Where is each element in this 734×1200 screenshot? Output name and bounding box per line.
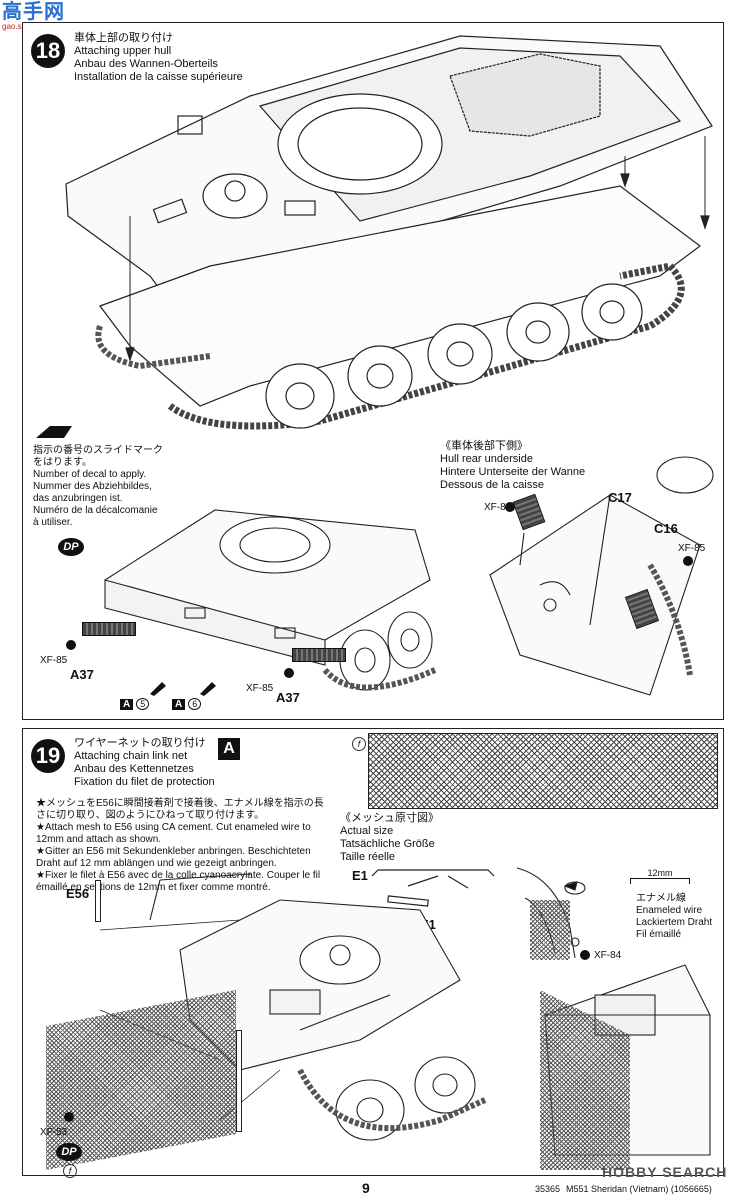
decal-arrow-icon — [200, 682, 216, 696]
paint-dot-icon — [66, 640, 76, 650]
decal-note-line: Numéro de la décalcomanie — [33, 505, 158, 516]
instruction-line: ★Fixer le filet à E56 avec de la colle c… — [36, 870, 321, 881]
part-a37-left: A37 — [70, 667, 94, 682]
decal-note-line: Number of decal to apply. — [33, 469, 147, 480]
rear-underside-title-jp: 《車体後部下側》 — [440, 440, 528, 452]
paint-dot-icon — [64, 1112, 74, 1122]
decal-note-line: Nummer des Abziehbildes, — [33, 481, 152, 492]
part-c16: C16 — [654, 521, 678, 536]
decal-note-line: をはります。 — [33, 457, 92, 468]
instructions: ★メッシュをE56に瞬間接着剤で接着後、エナメル線を指示の長 さに切り取り、図の… — [36, 798, 324, 894]
rear-underside-title-en: Hull rear underside — [440, 453, 533, 465]
rear-underside-illustration — [489, 456, 714, 696]
dp-badge: DP — [58, 538, 84, 556]
step-18-title-fr: Installation de la caisse supérieure — [74, 71, 243, 83]
mesh-caption: 《メッシュ原寸図》 Actual size Tatsächliche Größe… — [340, 812, 439, 864]
wire-fr: Fil émaillé — [636, 929, 682, 940]
dp-badge: DP — [56, 1143, 82, 1161]
step-18-title-de: Anbau des Wannen-Oberteils — [74, 58, 218, 70]
paint-xf53-label: XF-53 — [40, 1127, 68, 1138]
decal-note-line: 指示の番号のスライドマーク — [33, 445, 163, 456]
instruction-line: 12mm and attach as shown. — [36, 834, 162, 845]
wire-jp: エナメル線 — [636, 893, 686, 904]
instruction-line: ★メッシュをE56に瞬間接着剤で接着後、エナメル線を指示の長 — [36, 798, 324, 809]
part-c17: C17 — [608, 490, 632, 505]
footer-model: M551 Sheridan (Vietnam) (1056665) — [566, 1184, 712, 1194]
step-18-number: 18 — [31, 34, 65, 68]
hobbysearch-watermark: HOBBY SEARCH — [602, 1164, 728, 1180]
paint-xf84-label: XF-84 — [594, 950, 622, 961]
decal-sheet: A — [120, 699, 134, 710]
step-19-title-de: Anbau des Kettennetzes — [74, 763, 194, 775]
step-19-title-en: Attaching chain link net — [74, 750, 188, 762]
decal-number: 6 — [188, 698, 202, 710]
decal-arrow-icon — [36, 426, 72, 438]
instruction-line: Draht auf 12 mm ablängen und wie gezeigt… — [36, 858, 277, 869]
step-18-title-en: Attaching upper hull — [74, 45, 172, 57]
decal-note-line: das anzubringen ist. — [33, 493, 123, 504]
f-mark: f — [63, 1164, 77, 1178]
mesh-patch — [530, 900, 570, 960]
rear-underside-title-fr: Dessous de la caisse — [440, 479, 544, 491]
footer-code: 35365 — [535, 1184, 561, 1194]
mesh-caption-fr: Taille réelle — [340, 851, 396, 863]
step-19-title-jp: ワイヤーネットの取り付け — [74, 737, 206, 749]
rear-underside-caption: 《車体後部下側》 Hull rear underside Hintere Unt… — [440, 440, 585, 492]
wire-length-dimension: 12mm — [630, 868, 690, 884]
decal-sheet: A — [172, 699, 186, 710]
part-e56-frame — [236, 1030, 242, 1132]
decal-note: 指示の番号のスライドマーク をはります。 Number of decal to … — [33, 445, 163, 529]
paint-dot-icon — [284, 668, 294, 678]
part-e56-frame — [95, 880, 101, 922]
paint-xf85-label: XF-85 — [678, 543, 706, 554]
instruction-line: ★Gitter an E56 mit Sekundenkleber anbrin… — [36, 846, 311, 857]
page-number: 9 — [362, 1180, 370, 1196]
dimension-line — [630, 878, 690, 884]
part-e56: E56 — [66, 886, 90, 901]
mesh-actual-size — [368, 733, 718, 809]
paint-xf85-label: XF-85 — [40, 655, 68, 666]
mesh-caption-jp: 《メッシュ原寸図》 — [340, 812, 439, 824]
instruction-line: ★Attach mesh to E56 using CA cement. Cut… — [36, 822, 311, 833]
instruction-line: émaillé en sections de 12mm et fixer com… — [36, 882, 271, 893]
f-mark: f — [352, 737, 366, 751]
paint-xf85-label: XF-85 — [484, 502, 512, 513]
step-19-title-fr: Fixation du filet de protection — [74, 776, 215, 788]
part-e1-top: E1 — [352, 868, 368, 883]
paint-dot-icon — [683, 556, 693, 566]
mesh-install-illustration — [99, 873, 487, 1141]
wire-de: Lackiertem Draht — [636, 917, 713, 928]
wire-length: 12mm — [647, 868, 673, 878]
step-19-title-block: ワイヤーネットの取り付け Attaching chain link net An… — [74, 737, 215, 789]
rear-underside-title-de: Hintere Unterseite der Wanne — [440, 466, 586, 478]
mesh-caption-de: Tatsächliche Größe — [340, 838, 435, 850]
paint-xf85-label: XF-85 — [246, 683, 274, 694]
paint-dot-icon — [505, 502, 515, 512]
paint-dot-icon — [580, 950, 590, 960]
wire-en: Enameled wire — [636, 905, 703, 916]
step-18-title-jp: 車体上部の取り付け — [74, 32, 173, 44]
step-19-number: 19 — [31, 739, 65, 773]
mudflap-left — [82, 622, 136, 636]
decal-number: 5 — [136, 698, 150, 710]
upper-hull-illustration — [65, 35, 713, 430]
mudflap-right — [292, 648, 346, 662]
e1-part-sketch — [371, 869, 495, 907]
decal-note-line: à utiliser. — [33, 517, 73, 528]
part-a37-right: A37 — [276, 690, 300, 705]
site-logo-text: 高手网 — [2, 1, 65, 23]
step-18-title-block: 車体上部の取り付け Attaching upper hull Anbau des… — [74, 32, 243, 84]
mesh-caption-en: Actual size — [340, 825, 394, 837]
instruction-line: さに切り取り、図のようにひねって取り付けます。 — [36, 810, 265, 821]
step-19-badge: A — [218, 738, 240, 760]
rear-hull-illustration — [104, 509, 437, 691]
decal-arrow-icon — [150, 682, 166, 696]
wire-caption: エナメル線 Enameled wire Lackiertem Draht Fil… — [636, 893, 712, 941]
